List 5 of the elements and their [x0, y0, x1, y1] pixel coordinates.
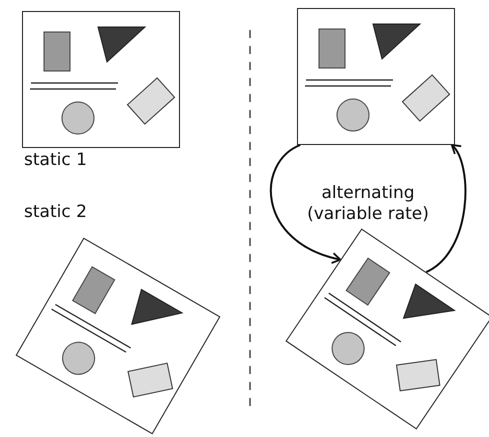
annotation-text: alternating (variable rate): [306, 183, 430, 226]
panel-caption: static 2: [24, 202, 87, 222]
curved-arrow: [270, 144, 342, 264]
panel-caption: static 1: [24, 150, 87, 170]
curved-arrow: [426, 144, 466, 273]
